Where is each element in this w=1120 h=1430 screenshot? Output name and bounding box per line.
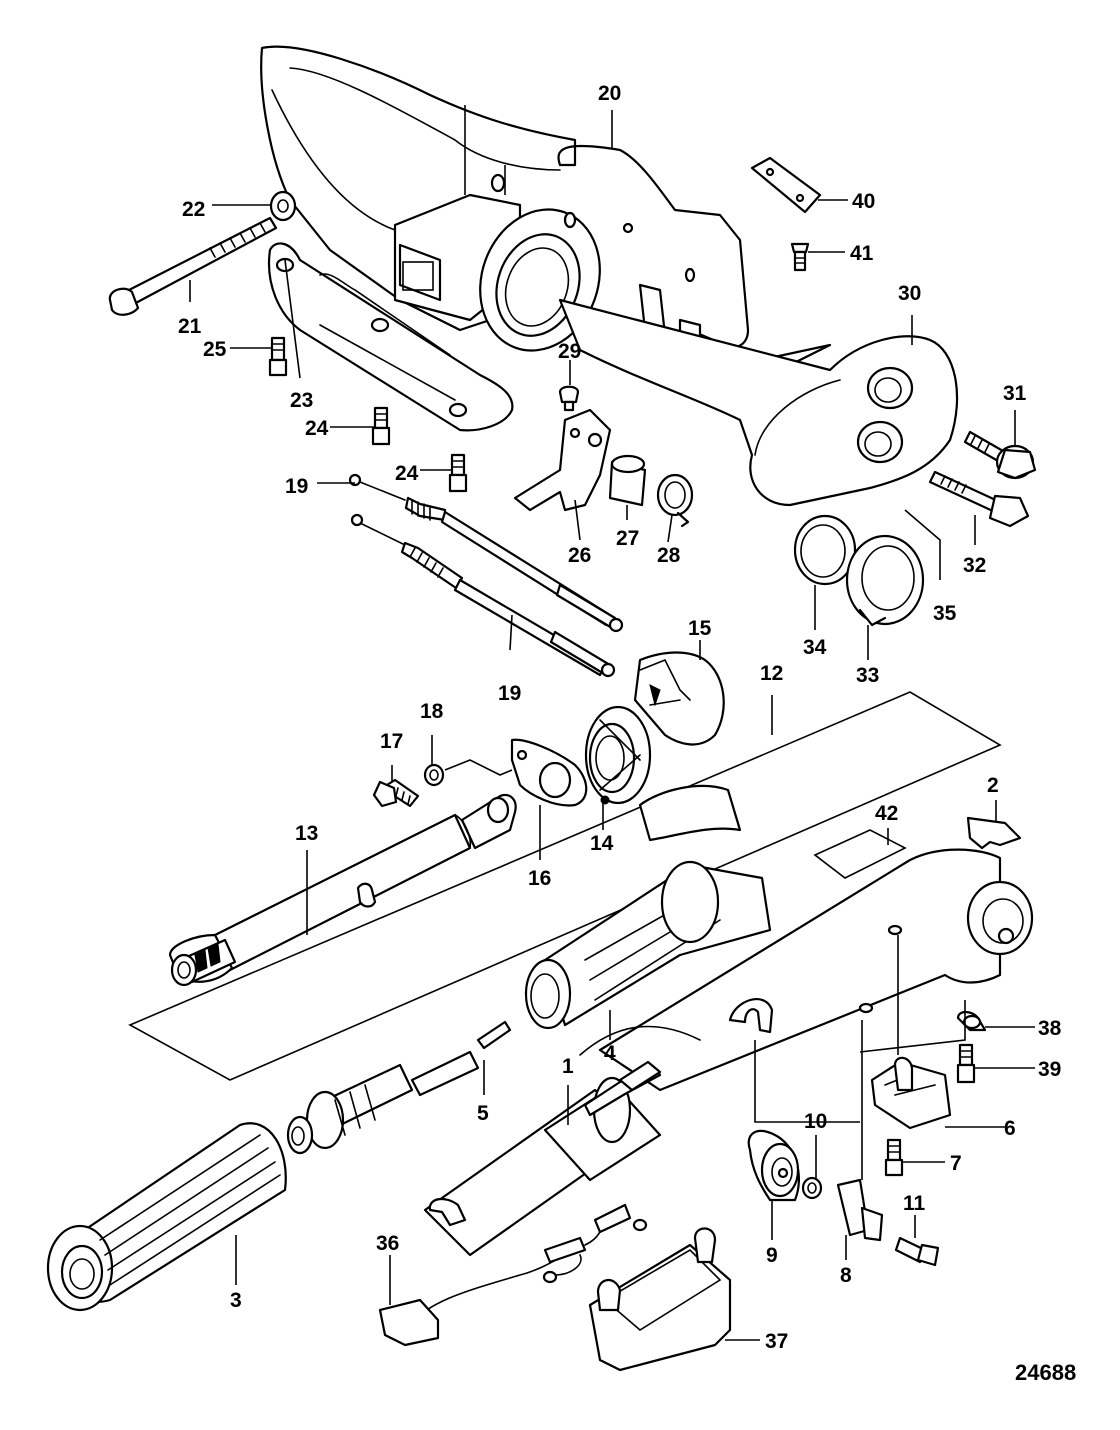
leader-lines [189, 105, 1035, 1341]
callout-33: 33 [856, 664, 879, 687]
clip-2 [966, 816, 1022, 850]
callout-13: 13 [295, 822, 318, 845]
gear-14 [584, 705, 652, 805]
callout-34: 34 [803, 636, 827, 659]
callout-17: 17 [380, 730, 403, 753]
clip-28 [656, 473, 694, 528]
callout-1: 1 [562, 1055, 574, 1078]
callout-27: 27 [616, 527, 639, 550]
callout-5: 5 [477, 1102, 489, 1125]
callout-9: 9 [766, 1244, 778, 1267]
callout-26: 26 [568, 544, 591, 567]
bracket-30 [558, 298, 959, 507]
callout-11: 11 [903, 1192, 926, 1215]
screw-41 [790, 242, 810, 272]
callout-16: 16 [528, 867, 551, 890]
callout-30: 30 [898, 282, 921, 305]
cover-15 [633, 651, 725, 746]
callout-12: 12 [760, 662, 783, 685]
grip-3 [46, 1122, 287, 1312]
bushing-33 [845, 534, 925, 627]
shaft-13 [168, 793, 517, 987]
screw-7 [884, 1138, 904, 1177]
callout-38: 38 [1038, 1017, 1062, 1040]
callout-7: 7 [950, 1152, 962, 1175]
callout-28: 28 [657, 544, 681, 567]
callout-3: 3 [230, 1289, 242, 1312]
callout-36: 36 [376, 1232, 399, 1255]
switch-5 [286, 1020, 512, 1155]
callout-41: 41 [850, 242, 874, 265]
clip-38 [956, 1010, 987, 1032]
bracket-26 [513, 408, 612, 512]
bracket-6 [870, 1056, 952, 1130]
callout-23: 23 [290, 389, 313, 412]
callout-10: 10 [804, 1110, 827, 1133]
callout-18: 18 [420, 700, 444, 723]
plate-40 [750, 156, 822, 214]
tube-1 [423, 1060, 662, 1257]
harness-36 [378, 1203, 648, 1347]
callout-39: 39 [1038, 1058, 1061, 1081]
cable-19-lower [350, 513, 616, 678]
callout-25: 25 [203, 338, 227, 361]
screw-25 [268, 336, 288, 377]
callout-labels: 1 2 3 4 5 6 7 8 9 10 11 12 13 14 15 16 1… [178, 82, 1076, 1385]
screw-17 [372, 778, 420, 808]
callout-8: 8 [840, 1264, 852, 1287]
washer-34 [793, 514, 857, 586]
washer-18 [423, 763, 445, 787]
callout-31: 31 [1003, 382, 1027, 405]
callout-19b: 19 [498, 682, 521, 705]
callout-14: 14 [590, 832, 614, 855]
box-37 [588, 1227, 732, 1372]
bolt-31 [963, 430, 1037, 480]
callout-42: 42 [875, 802, 898, 825]
callout-24b: 24 [395, 462, 419, 485]
callout-37: 37 [765, 1330, 788, 1353]
callout-2: 2 [987, 774, 999, 797]
tiller-housing [579, 848, 1034, 1092]
callout-21: 21 [178, 315, 202, 338]
bolt-11 [894, 1236, 940, 1267]
cable-19-upper [348, 473, 624, 633]
sleeve-4 [524, 860, 772, 1030]
callout-19a: 19 [285, 475, 308, 498]
screw-24b [448, 453, 468, 493]
washer-22 [269, 190, 297, 222]
plate-23 [267, 242, 514, 432]
screw-24a [371, 406, 391, 446]
cap-9 [747, 1129, 800, 1202]
callout-4: 4 [604, 1042, 616, 1065]
bushing-27 [608, 454, 647, 507]
washer-10 [801, 1176, 823, 1200]
callout-22: 22 [182, 198, 205, 221]
callout-20: 20 [598, 82, 621, 105]
callout-35: 35 [933, 602, 957, 625]
plate-16 [510, 738, 588, 807]
label-42 [813, 829, 907, 879]
bolt-21 [108, 216, 278, 316]
callout-24a: 24 [305, 417, 329, 440]
clip-8 [836, 1178, 884, 1242]
callout-15: 15 [688, 617, 712, 640]
callout-40: 40 [852, 190, 875, 213]
callout-32: 32 [963, 554, 986, 577]
bolt-32 [928, 470, 1030, 528]
callout-29: 29 [558, 340, 581, 363]
screw-29 [558, 385, 580, 412]
sleeve-half [638, 784, 742, 842]
screw-39 [956, 1043, 976, 1084]
callout-6: 6 [1004, 1117, 1016, 1140]
drawing-number: 24688 [1015, 1360, 1076, 1385]
